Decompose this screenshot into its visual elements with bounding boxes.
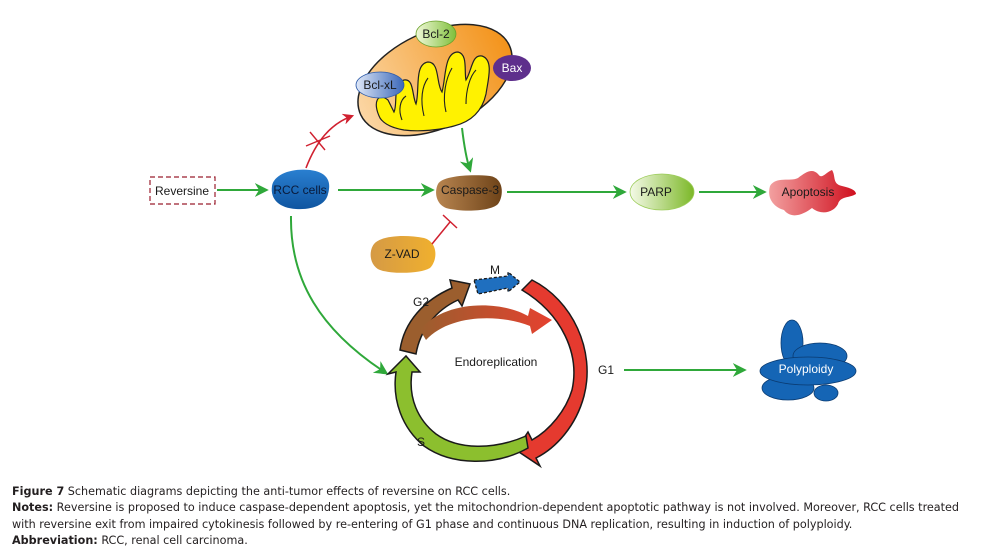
parp-label: PARP [640,185,672,199]
phase-g2-label: G2 [413,295,429,309]
parp-node: PARP [629,173,695,211]
m-segment [473,270,522,295]
figure-label: Figure 7 [12,485,65,498]
arrow-mito-to-caspase3 [459,127,474,173]
s-arc [385,354,529,462]
bcl2-node: Bcl-2 [415,20,457,48]
endoreplication-arrow [420,305,552,340]
arrow-rcc-to-mito-blocked [305,113,355,169]
phase-g1-label: G1 [598,363,614,377]
arrow-rcc-to-cell-cycle [289,215,389,375]
reversine-node: Reversine [149,176,216,205]
bcl2-label: Bcl-2 [422,27,450,41]
reversine-label: Reversine [155,184,209,198]
reversine-pathway-diagram: Bcl-2 Bcl-xL Bax Reversine RCC cells Cas… [149,20,857,469]
notes-label: Notes: [12,501,54,515]
mitochondrion-cristae [375,51,490,132]
apoptosis-label: Apoptosis [782,185,835,199]
bax-node: Bax [493,55,531,81]
phase-m-label: M [490,263,500,277]
figure-caption: Figure 7 Schematic diagrams depicting th… [12,484,1002,550]
endoreplication-label: Endoreplication [455,355,538,369]
polyploidy-label: Polyploidy [779,362,834,376]
bax-label: Bax [502,61,523,75]
zvad-label: Z-VAD [384,247,419,261]
caspase3-node: Caspase-3 [436,175,502,211]
mitochondrion [357,23,513,137]
notes-text-2: with reversine exit from impaired cytoki… [12,517,853,531]
bclxl-label: Bcl-xL [363,78,397,92]
caspase3-label: Caspase-3 [441,183,499,197]
bclxl-node: Bcl-xL [355,71,405,99]
abbrev-text: RCC, renal cell carcinoma. [97,534,248,548]
rcc-cells-label: RCC cells [273,183,326,197]
caption-title-line: Figure 7 Schematic diagrams depicting th… [12,484,1002,500]
apoptosis-node: Apoptosis [769,170,856,216]
abbrev-label: Abbreviation: [12,534,98,548]
phase-s-label: S [417,435,425,449]
cell-cycle: Endoreplication M G1 S G2 [385,263,614,469]
caption-notes-line-2: with reversine exit from impaired cytoki… [12,517,1002,533]
g1-arc [514,279,588,469]
inhibition-zvad-to-caspase3 [431,214,458,245]
zvad-node: Z-VAD [370,236,436,273]
caption-abbrev-line: Abbreviation: RCC, renal cell carcinoma. [12,533,1002,549]
figure-text: Schematic diagrams depicting the anti-tu… [64,485,511,498]
notes-text-1: Reversine is proposed to induce caspase-… [53,501,960,515]
blocked-cross-icon [305,131,331,151]
rcc-cells-node: RCC cells [271,169,330,210]
caption-notes-line: Notes: Reversine is proposed to induce c… [12,500,1002,516]
polyploidy-node: Polyploidy [759,319,857,402]
